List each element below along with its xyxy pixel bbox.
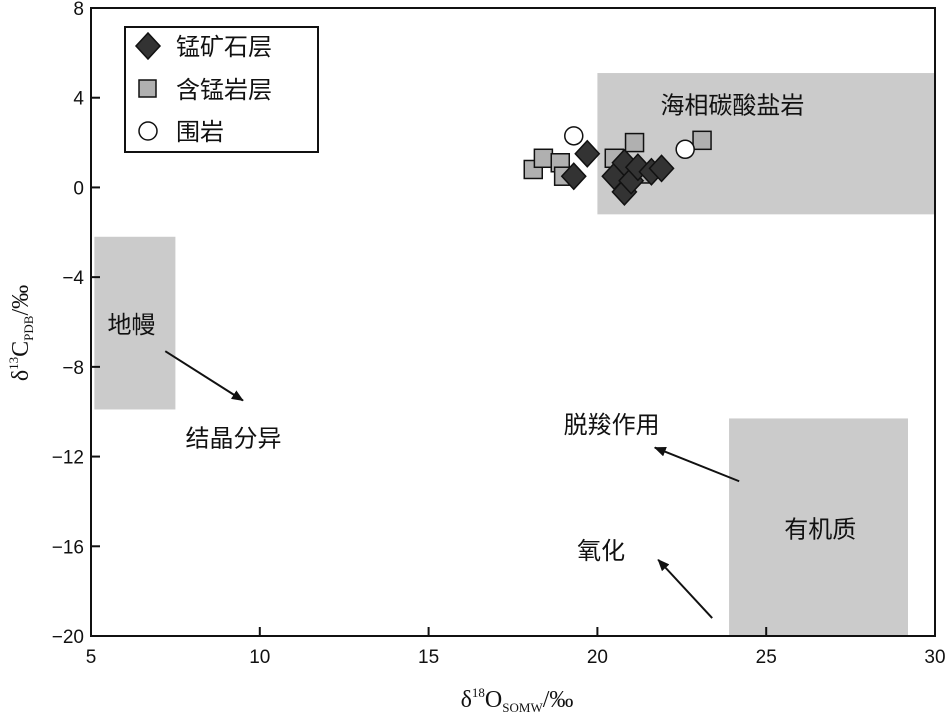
y-tick-label-7: −20: [52, 627, 84, 648]
y-tick-label-4: −8: [62, 358, 84, 379]
square-point-7: [692, 130, 712, 151]
process-arrows: [164, 350, 740, 619]
legend-diamond-marker: [134, 31, 162, 61]
annotation-0: 结晶分异: [186, 425, 282, 453]
x-tick-label-4: 25: [756, 647, 777, 668]
arrow-0: [164, 350, 244, 402]
diamond-point-8: [648, 154, 675, 183]
annotation-1: 脱羧作用: [564, 411, 660, 439]
x-tick-label-3: 20: [587, 647, 608, 668]
diamond-point-6: [624, 153, 651, 182]
axis-ticks: 5 10 15 20 25 30 8 4 0 −4 −8 −12 −16 −20: [52, 0, 945, 668]
x-tick-label-0: 5: [86, 647, 97, 668]
x-axis-title: δ18OSOMW/‰: [461, 685, 574, 715]
arrow-2: [657, 559, 713, 619]
x-tick-label-2: 15: [418, 647, 439, 668]
legend-square-marker: [138, 79, 157, 98]
diamond-point-0: [560, 162, 587, 191]
region-label-1: 地幔: [108, 311, 156, 339]
y-tick-label-0: 8: [73, 0, 84, 20]
y-tick-label-3: −4: [62, 268, 84, 289]
legend-label-wall-rock: 围岩: [176, 118, 224, 146]
legend-circle-marker: [138, 121, 158, 141]
circle-point-0: [564, 126, 584, 146]
y-tick-label-2: 0: [73, 178, 84, 199]
square-point-1: [533, 148, 554, 169]
region-label-0: 海相碳酸盐岩: [660, 91, 804, 119]
legend-label-manganese-ore: 锰矿石层: [176, 33, 272, 61]
region-1: [94, 236, 176, 410]
legend: 锰矿石层 含锰岩层 围岩: [124, 26, 319, 153]
plot-frame: [90, 7, 936, 637]
annotation-2: 氧化: [577, 537, 625, 565]
square-point-5: [624, 132, 645, 153]
circle-point-1: [675, 139, 695, 160]
region-0: [597, 73, 935, 215]
legend-label-mn-bearing-rock: 含锰岩层: [176, 76, 272, 104]
y-tick-label-1: 4: [73, 89, 84, 110]
x-tick-label-5: 30: [924, 647, 945, 668]
y-tick-label-6: −16: [52, 537, 84, 558]
y-axis-title: δ13CPDB/‰: [6, 285, 36, 381]
data-points: [523, 126, 712, 207]
region-2: [729, 418, 908, 636]
y-tick-label-5: −12: [52, 448, 84, 469]
x-tick-label-1: 10: [249, 647, 270, 668]
diamond-point-1: [574, 139, 601, 168]
arrow-1: [653, 446, 740, 483]
region-label-2: 有机质: [784, 515, 856, 543]
